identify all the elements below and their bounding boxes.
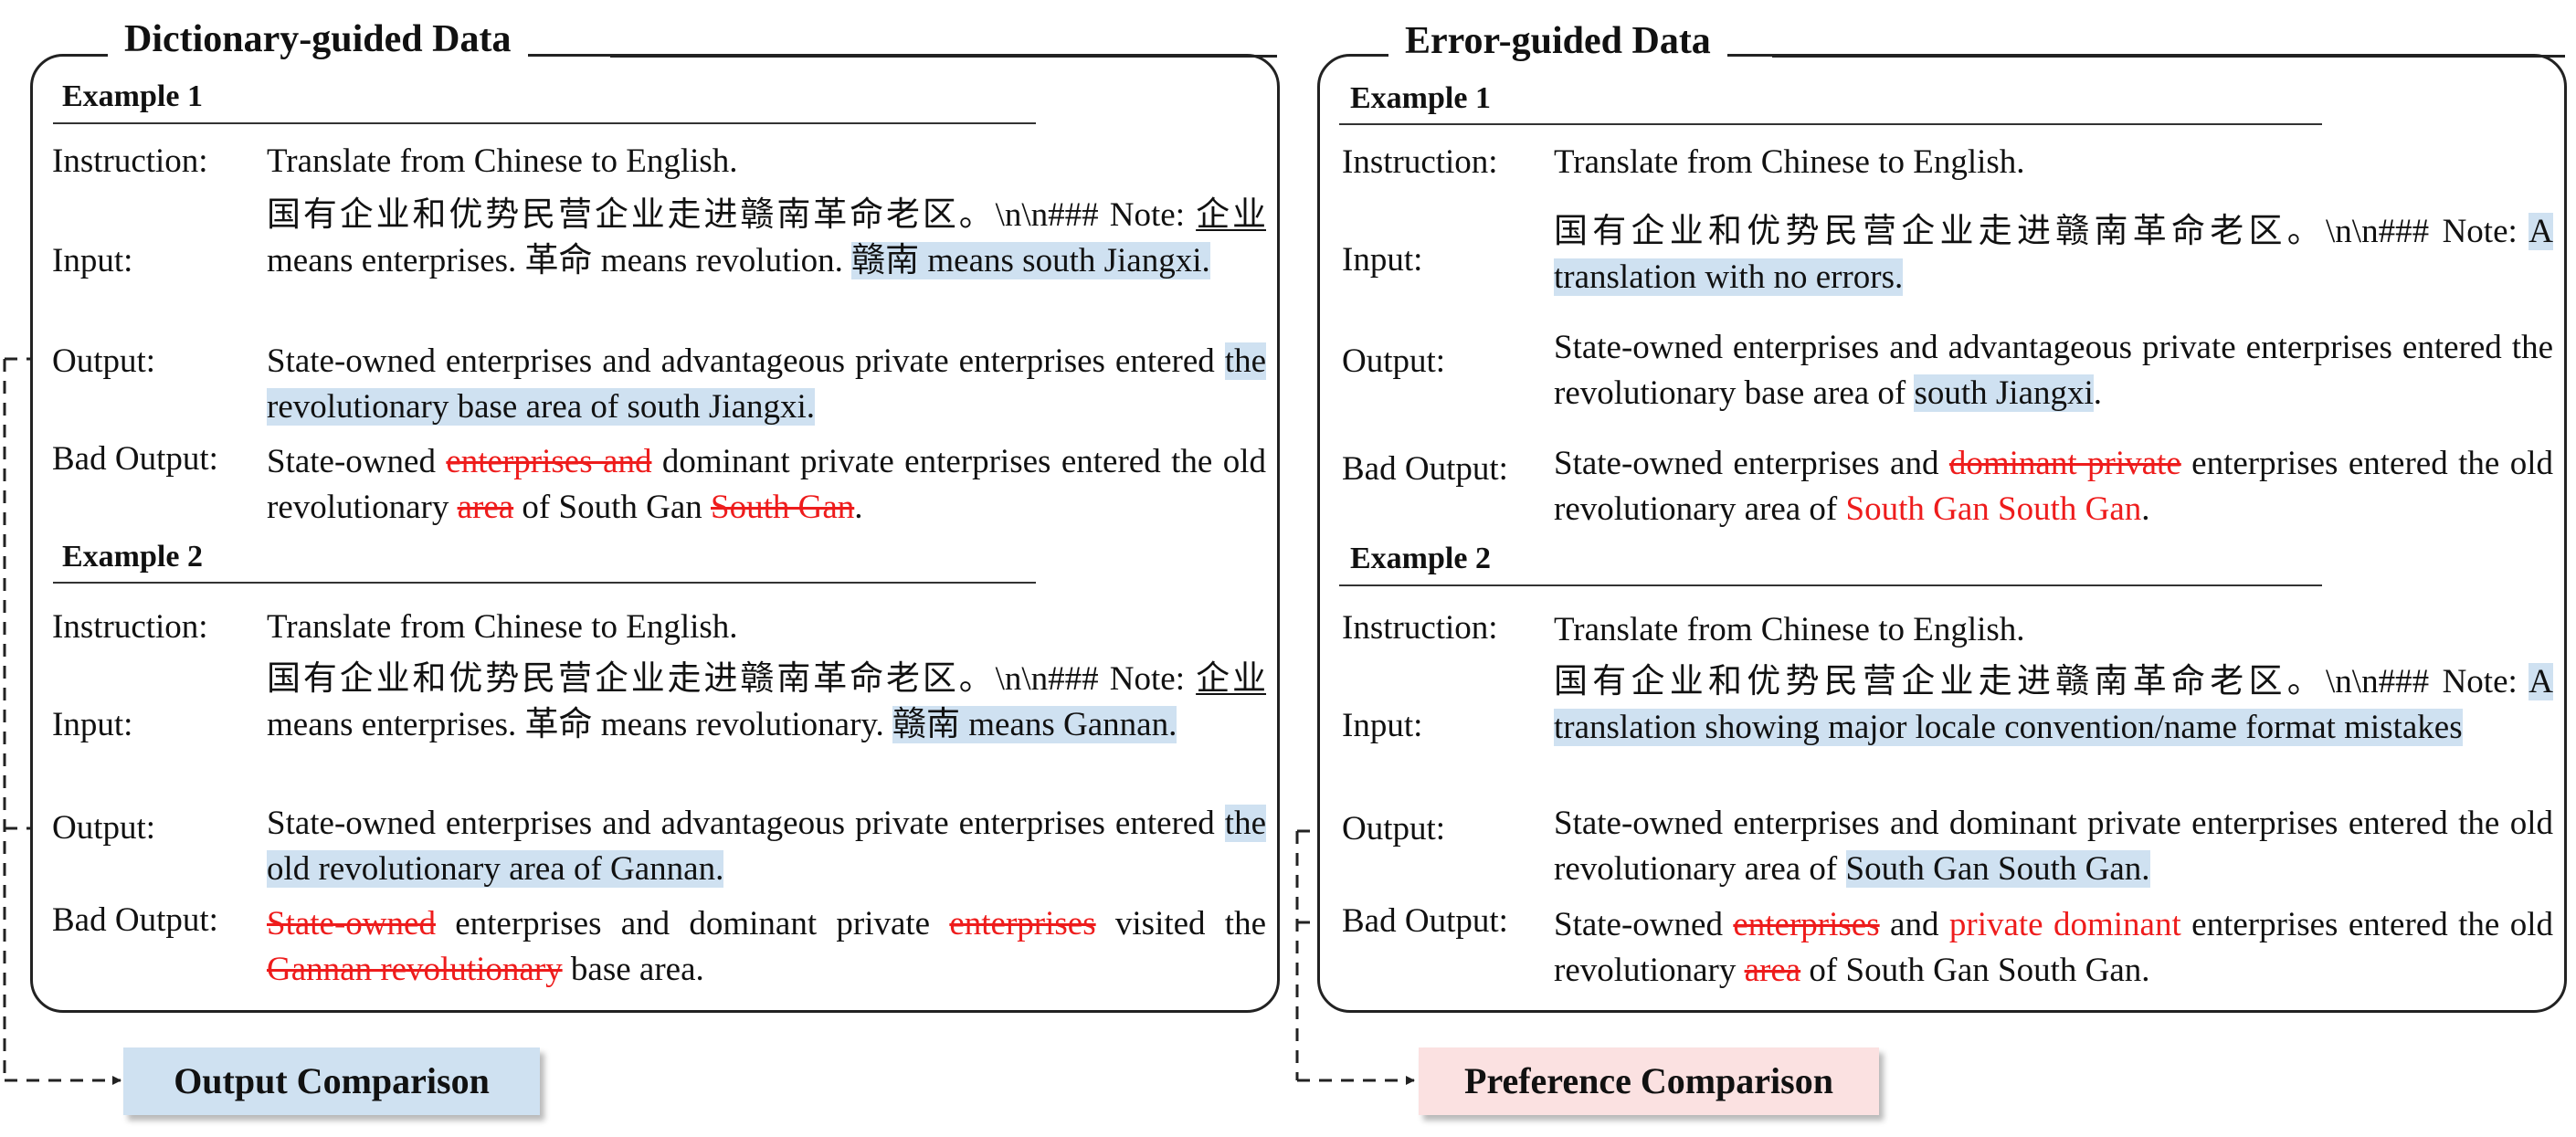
example-title: Example 1: [1350, 81, 1491, 115]
example-rule: [53, 122, 1036, 124]
text-segment: of South Gan South Gan.: [1800, 952, 2150, 989]
text-segment: .: [2093, 374, 2103, 412]
field-value-bad-output: State-owned enterprises and dominant pri…: [267, 901, 1266, 993]
field-value-input: 国有企业和优势民营企业走进赣南革命老区。\n\n### Note: A tran…: [1554, 209, 2553, 300]
field-label-instruction: Instruction:: [1342, 143, 1498, 181]
struck-error-text: enterprises: [949, 905, 1096, 942]
struck-error-text: area: [457, 489, 514, 526]
field-label-instruction: Instruction:: [52, 142, 208, 180]
error-text: South Gan South Gan: [1845, 490, 2142, 528]
text-segment: base area.: [562, 951, 704, 988]
highlighted-text: south Jiangxi: [1914, 374, 2094, 412]
struck-error-text: enterprises and: [446, 443, 652, 480]
struck-error-text: State-owned: [267, 905, 436, 942]
field-label-input: Input:: [52, 706, 133, 743]
example-rule: [53, 582, 1036, 584]
field-label-input: Input:: [52, 242, 133, 279]
text-segment: means enterprises. 革命 means revolutionar…: [267, 706, 892, 743]
struck-error-text: enterprises: [1733, 906, 1880, 943]
output-comparison-box: Output Comparison: [123, 1048, 540, 1115]
struck-error-text: South Gan: [711, 489, 855, 526]
field-value-instruction: Translate from Chinese to English.: [1554, 607, 2553, 653]
field-label-instruction: Instruction:: [52, 608, 208, 646]
text-segment: .: [2141, 490, 2150, 528]
field-value-bad-output: State-owned enterprises and private domi…: [1554, 902, 2553, 994]
field-label-bad-output: Bad Output:: [52, 440, 218, 478]
field-value-input: 国有企业和优势民营企业走进赣南革命老区。\n\n### Note: 企业 mea…: [267, 657, 1266, 748]
text-segment: State-owned enterprises and advantageous…: [1554, 329, 2553, 412]
field-label-output: Output:: [1342, 342, 1446, 380]
field-label-bad-output: Bad Output:: [52, 901, 218, 939]
field-value-output: State-owned enterprises and dominant pri…: [1554, 801, 2553, 892]
panel-dictionary-guided: [30, 54, 1280, 1013]
text-segment: dominant private enterprises entered the…: [267, 443, 1266, 526]
text-segment: 国有企业和优势民营企业走进赣南革命老区。\n\n### Note:: [267, 196, 1197, 234]
field-value-instruction: Translate from Chinese to English.: [267, 139, 1266, 184]
text-segment: State-owned: [1554, 906, 1734, 943]
struck-error-text: Gannan revolutionary: [267, 951, 563, 988]
example-rule: [1339, 123, 2322, 125]
field-value-instruction: Translate from Chinese to English.: [267, 605, 1266, 650]
text-segment: means enterprises. 革命 means revolution.: [267, 242, 852, 279]
text-segment: 国有企业和优势民营企业走进赣南革命老区。\n\n### Note:: [1554, 213, 2529, 250]
field-label-input: Input:: [1342, 707, 1423, 744]
field-label-output: Output:: [52, 342, 156, 380]
text-segment: visited the: [1095, 905, 1266, 942]
field-value-bad-output: State-owned enterprises and dominant pri…: [1554, 441, 2553, 532]
field-value-output: State-owned enterprises and advantageous…: [267, 801, 1266, 892]
text-segment: Translate from Chinese to English.: [267, 142, 738, 180]
text-segment: 国有企业和优势民营企业走进赣南革命老区。\n\n### Note:: [1554, 663, 2529, 700]
text-segment: .: [854, 489, 863, 526]
field-value-output: State-owned enterprises and advantageous…: [1554, 325, 2553, 416]
struck-error-text: dominant private: [1948, 445, 2181, 482]
field-label-instruction: Instruction:: [1342, 609, 1498, 647]
text-segment: Translate from Chinese to English.: [1554, 611, 2025, 648]
preference-comparison-box: Preference Comparison: [1419, 1048, 1879, 1115]
text-segment: and: [1879, 906, 1949, 943]
text-segment: State-owned enterprises and: [1554, 445, 1949, 482]
field-value-instruction: Translate from Chinese to English.: [1554, 140, 2553, 185]
field-label-output: Output:: [1342, 810, 1446, 847]
example-rule: [1339, 584, 2322, 586]
field-label-input: Input:: [1342, 241, 1423, 279]
text-segment: State-owned: [267, 443, 447, 480]
example-title: Example 1: [62, 79, 203, 113]
panel-title: Error-guided Data: [1388, 18, 1727, 64]
highlighted-text: 赣南 means south Jiangxi.: [851, 242, 1210, 279]
example-title: Example 2: [1350, 542, 1491, 575]
error-text: private dominant: [1948, 906, 2181, 943]
text-segment: Translate from Chinese to English.: [267, 608, 738, 646]
text-segment: State-owned enterprises and advantageous…: [267, 342, 1225, 380]
highlighted-text: 赣南 means Gannan.: [892, 706, 1177, 743]
field-value-input: 国有企业和优势民营企业走进赣南革命老区。\n\n### Note: 企业 mea…: [267, 193, 1266, 284]
panel-error-guided: [1317, 54, 2567, 1013]
text-segment: enterprises entered the old revolutionar…: [1554, 906, 2553, 989]
underlined-term: 企业: [1196, 196, 1267, 234]
highlighted-text: South Gan South Gan.: [1845, 850, 2150, 888]
panel-title: Dictionary-guided Data: [108, 16, 528, 62]
text-segment: State-owned enterprises and dominant pri…: [1554, 805, 2553, 888]
field-value-bad-output: State-owned enterprises and dominant pri…: [267, 439, 1266, 531]
struck-error-text: area: [1744, 952, 1801, 989]
text-segment: 国有企业和优势民营企业走进赣南革命老区。\n\n### Note:: [267, 660, 1197, 698]
text-segment: enterprises entered the old revolutionar…: [1554, 445, 2553, 528]
field-value-output: State-owned enterprises and advantageous…: [267, 339, 1266, 430]
example-title: Example 2: [62, 540, 203, 574]
underlined-term: 企业: [1196, 660, 1267, 698]
field-value-input: 国有企业和优势民营企业走进赣南革命老区。\n\n### Note: A tran…: [1554, 659, 2553, 751]
text-segment: of South Gan: [513, 489, 711, 526]
text-segment: Translate from Chinese to English.: [1554, 143, 2025, 181]
text-segment: State-owned enterprises and advantageous…: [267, 805, 1225, 842]
field-label-bad-output: Bad Output:: [1342, 450, 1508, 488]
field-label-output: Output:: [52, 809, 156, 847]
text-segment: enterprises and dominant private: [435, 905, 950, 942]
field-label-bad-output: Bad Output:: [1342, 902, 1508, 940]
